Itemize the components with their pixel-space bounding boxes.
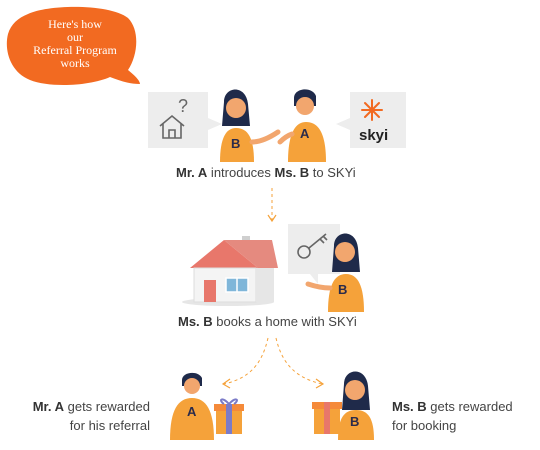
step2-illustration: B — [182, 224, 364, 312]
step1-name-a: Mr. A — [176, 165, 208, 180]
ms-b-figure-booking: B — [305, 233, 364, 312]
gift-icon-b — [312, 402, 342, 434]
bubble-line-2: our — [67, 30, 83, 44]
step1-mid: introduces — [207, 165, 275, 180]
bubble-line-1: Here's how — [48, 17, 102, 31]
arrow-down-icon — [267, 188, 277, 223]
badge-a-reward: A — [187, 404, 197, 419]
bubble-text: Here's how our Referral Program works — [14, 18, 136, 70]
step1-caption: Mr. A introduces Ms. B to SKYi — [176, 165, 356, 180]
reward-a-line1: gets rewarded — [64, 399, 150, 414]
badge-b-reward: B — [350, 414, 359, 429]
step2-end: books a home with SKYi — [212, 314, 357, 329]
badge-b-2: B — [338, 282, 347, 297]
reward-a-name: Mr. A — [32, 399, 64, 414]
reward-a-line2: for his referral — [69, 418, 150, 433]
mr-a-figure: A — [277, 89, 326, 162]
arrow-split-icon — [221, 337, 325, 389]
reward-b-line1: gets rewarded — [426, 399, 513, 414]
gift-icon — [214, 398, 244, 434]
house-icon — [182, 236, 278, 306]
reward-b-text: Ms. B gets rewarded for booking — [392, 397, 532, 435]
house-question-icon: ? — [148, 92, 222, 148]
step1-end: to SKYi — [309, 165, 356, 180]
skyi-logo-text: skyi — [359, 127, 388, 144]
key-icon — [288, 224, 340, 284]
bubble-line-3: Referral Program — [33, 43, 117, 57]
reward-b-name: Ms. B — [392, 399, 427, 414]
step2-name-b: Ms. B — [178, 314, 213, 329]
skyi-logo-icon: skyi — [336, 92, 406, 148]
step1-name-b: Ms. B — [274, 165, 310, 180]
svg-text:?: ? — [178, 96, 188, 116]
badge-a: A — [300, 126, 310, 141]
speech-bubble-icon — [6, 6, 141, 86]
reward-b-line2: for booking — [392, 418, 457, 433]
reward-a-text: Mr. A gets rewarded for his referral — [16, 397, 150, 435]
ms-b-reward-illustration: B — [312, 371, 374, 440]
badge-b: B — [231, 136, 240, 151]
ms-b-figure: B — [220, 89, 281, 162]
step2-caption: Ms. B books a home with SKYi — [178, 314, 357, 329]
bubble-line-4: works — [60, 56, 90, 70]
mr-a-reward-illustration: A — [170, 372, 244, 440]
step1-illustration: ? B A skyi — [148, 89, 406, 162]
